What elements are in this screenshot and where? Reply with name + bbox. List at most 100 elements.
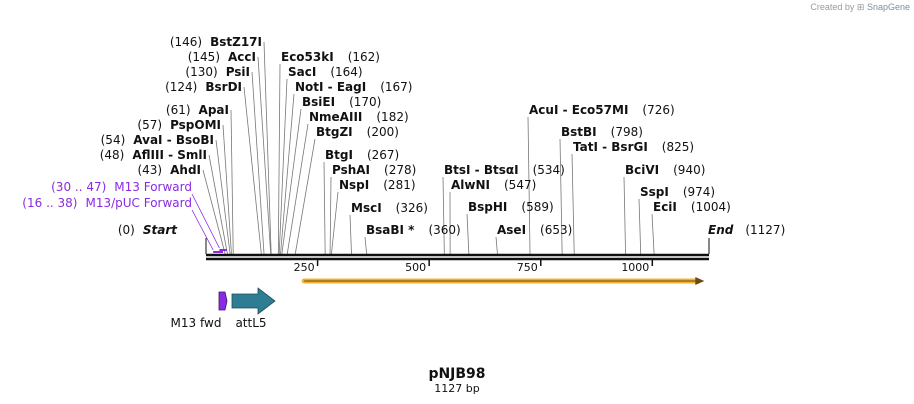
primer-m13-puc-forward[interactable]: (16 .. 38)M13/pUC Forward [22, 196, 223, 253]
end-label: End [708, 223, 734, 237]
site-position: (170) [349, 95, 381, 109]
site-connector [257, 56, 272, 255]
site-nspi[interactable]: NspI(281) [339, 178, 416, 192]
svg-text:(30 .. 47)M13 Forward: (30 .. 47)M13 Forward [51, 180, 192, 194]
primer-range: (30 .. 47) [51, 180, 106, 194]
site-name: NmeAIII [309, 110, 362, 124]
site-position: (653) [540, 223, 572, 237]
start-marker: (0) Start [118, 223, 207, 254]
site-position: (130) [185, 65, 217, 79]
site-position: (825) [662, 140, 694, 154]
site-acci[interactable]: (145)AccI [188, 50, 256, 64]
site-noti-eagi[interactable]: NotI - EagI(167) [295, 80, 412, 94]
site-connector [222, 124, 232, 255]
svg-text:NmeAIII(182): NmeAIII(182) [309, 110, 409, 124]
svg-text:EciI(1004): EciI (1004) [653, 200, 731, 214]
site-connector [466, 213, 470, 255]
site-name: NotI - EagI [295, 80, 366, 94]
snapgene-credit: Created by ⊞ SnapGene [810, 2, 910, 13]
site-apai[interactable]: (61) ApaI [166, 103, 229, 117]
site-position: (326) [396, 201, 428, 215]
site-position: (200) [367, 125, 399, 139]
plasmid-length: 1127 bp [434, 382, 479, 395]
site-position: (1004) [691, 200, 731, 214]
site-connector [277, 63, 281, 255]
svg-text:BtsI - BtsαI(534): BtsI - BtsαI(534) [444, 163, 565, 177]
site-psii[interactable]: (130)PsiI [185, 65, 250, 79]
site-connector [495, 236, 498, 255]
site-btsi-bts-i[interactable]: BtsI - BtsαI(534) [444, 163, 565, 177]
site-position: (54) [101, 133, 126, 147]
snapgene-logo-icon: ⊞ [856, 2, 865, 12]
site-connector [651, 213, 655, 255]
site-position: (360) [428, 223, 460, 237]
site-acui-eco57mi[interactable]: AcuI - Eco57MI(726) [529, 103, 675, 117]
site-eco53ki[interactable]: Eco53kI (162) [281, 50, 380, 64]
site-msci[interactable]: MscI(326) [351, 201, 428, 215]
site-position: (547) [504, 178, 536, 192]
site-bsphi[interactable]: BspHI(589) [468, 200, 554, 214]
start-pos-label: (0) [118, 223, 135, 237]
svg-text:End(1127): End (1127) [708, 223, 785, 237]
credit-prefix: Created by [810, 2, 855, 12]
site-name: AflIII - SmlI [132, 148, 207, 162]
svg-text:TatI - BsrGI(825): TatI - BsrGI(825) [573, 140, 694, 154]
site-pspomi[interactable]: (57)PspOMI [137, 118, 221, 132]
site-connector [281, 108, 302, 255]
site-pshai[interactable]: PshAI(278) [332, 163, 416, 177]
end-pos-label: (1127) [745, 223, 785, 237]
credit-brand: SnapGene [866, 2, 910, 12]
svg-text:(48)AflIII - SmlI: (48)AflIII - SmlI [100, 148, 207, 162]
site-name: BciVI [625, 163, 659, 177]
attl5-feature-arrow [231, 287, 276, 315]
site-bsrdi[interactable]: (124)BsrDI [165, 80, 242, 94]
site-connector [263, 41, 272, 255]
svg-text:(145)AccI: (145)AccI [188, 50, 256, 64]
site-position: (267) [367, 148, 399, 162]
site-connector [278, 78, 288, 255]
site-name: ApaI [199, 103, 229, 117]
site-name: Eco53kI [281, 50, 334, 64]
site-bsabi-[interactable]: BsaBI * (360) [366, 223, 461, 237]
site-nmeaiii[interactable]: NmeAIII(182) [309, 110, 409, 124]
site-name: EciI [653, 200, 677, 214]
site-name: AseI [497, 223, 526, 237]
site-bcivi[interactable]: BciVI(940) [625, 163, 705, 177]
site-bstbi[interactable]: BstBI(798) [561, 125, 643, 139]
svg-text:(16 .. 38)M13/pUC Forward: (16 .. 38)M13/pUC Forward [22, 196, 192, 210]
svg-text:SacI(164): SacI(164) [288, 65, 363, 79]
site-tati-bsrgi[interactable]: TatI - BsrGI(825) [573, 140, 694, 154]
site-lines [202, 41, 655, 255]
site-connector [527, 116, 531, 255]
start-label: Start [143, 223, 178, 237]
site-sspi[interactable]: SspI(974) [640, 185, 715, 199]
primer-connector [191, 209, 214, 251]
site-avai-bsobi[interactable]: (54) AvaI - BsoBI [101, 133, 214, 147]
site-alwni[interactable]: AlwNI(547) [451, 178, 536, 192]
site-btgi[interactable]: BtgI(267) [325, 148, 399, 162]
site-name: BsiEI [302, 95, 335, 109]
site-bstz17i[interactable]: (146)BstZ17I [170, 35, 262, 49]
site-saci[interactable]: SacI(164) [288, 65, 363, 79]
site-position: (61) [166, 103, 191, 117]
site-afliii-smli[interactable]: (48)AflIII - SmlI [100, 148, 207, 162]
svg-text:BtgZI(200): BtgZI(200) [316, 125, 399, 139]
site-ecii[interactable]: EciI (1004) [653, 200, 731, 214]
site-connector [623, 176, 626, 255]
site-connector [280, 93, 295, 255]
site-position: (164) [330, 65, 362, 79]
site-bsiei[interactable]: BsiEI (170) [302, 95, 381, 109]
site-position: (162) [348, 50, 380, 64]
site-asei[interactable]: AseI (653) [497, 223, 572, 237]
site-position: (974) [683, 185, 715, 199]
site-position: (534) [533, 163, 565, 177]
site-name: BspHI [468, 200, 507, 214]
site-ahdi[interactable]: (43)AhdI [137, 163, 201, 177]
svg-text:AseI(653): AseI (653) [497, 223, 572, 237]
site-btgzi[interactable]: BtgZI(200) [316, 125, 399, 139]
site-name: AvaI - BsoBI [133, 133, 214, 147]
site-name: BsaBI * [366, 223, 415, 237]
primer-m13-forward[interactable]: (30 .. 47)M13 Forward [51, 180, 227, 251]
